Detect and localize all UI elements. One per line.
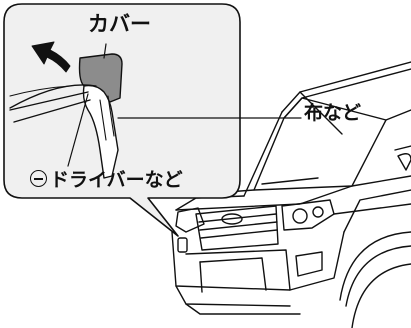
screwdriver-label: ドライバーなど [50, 169, 183, 191]
minus-circle-icon [30, 170, 47, 187]
callout-scene [9, 41, 302, 179]
cover-label: カバー [88, 12, 151, 36]
removal-arrow [31, 41, 71, 73]
cover-part [78, 53, 123, 103]
screwdriver [9, 91, 89, 111]
car-illustration [171, 61, 411, 328]
cloth-label: 布など [304, 102, 362, 124]
screwdriver-label-group: ドライバーなど [30, 170, 183, 190]
callout-bubble [3, 3, 241, 237]
